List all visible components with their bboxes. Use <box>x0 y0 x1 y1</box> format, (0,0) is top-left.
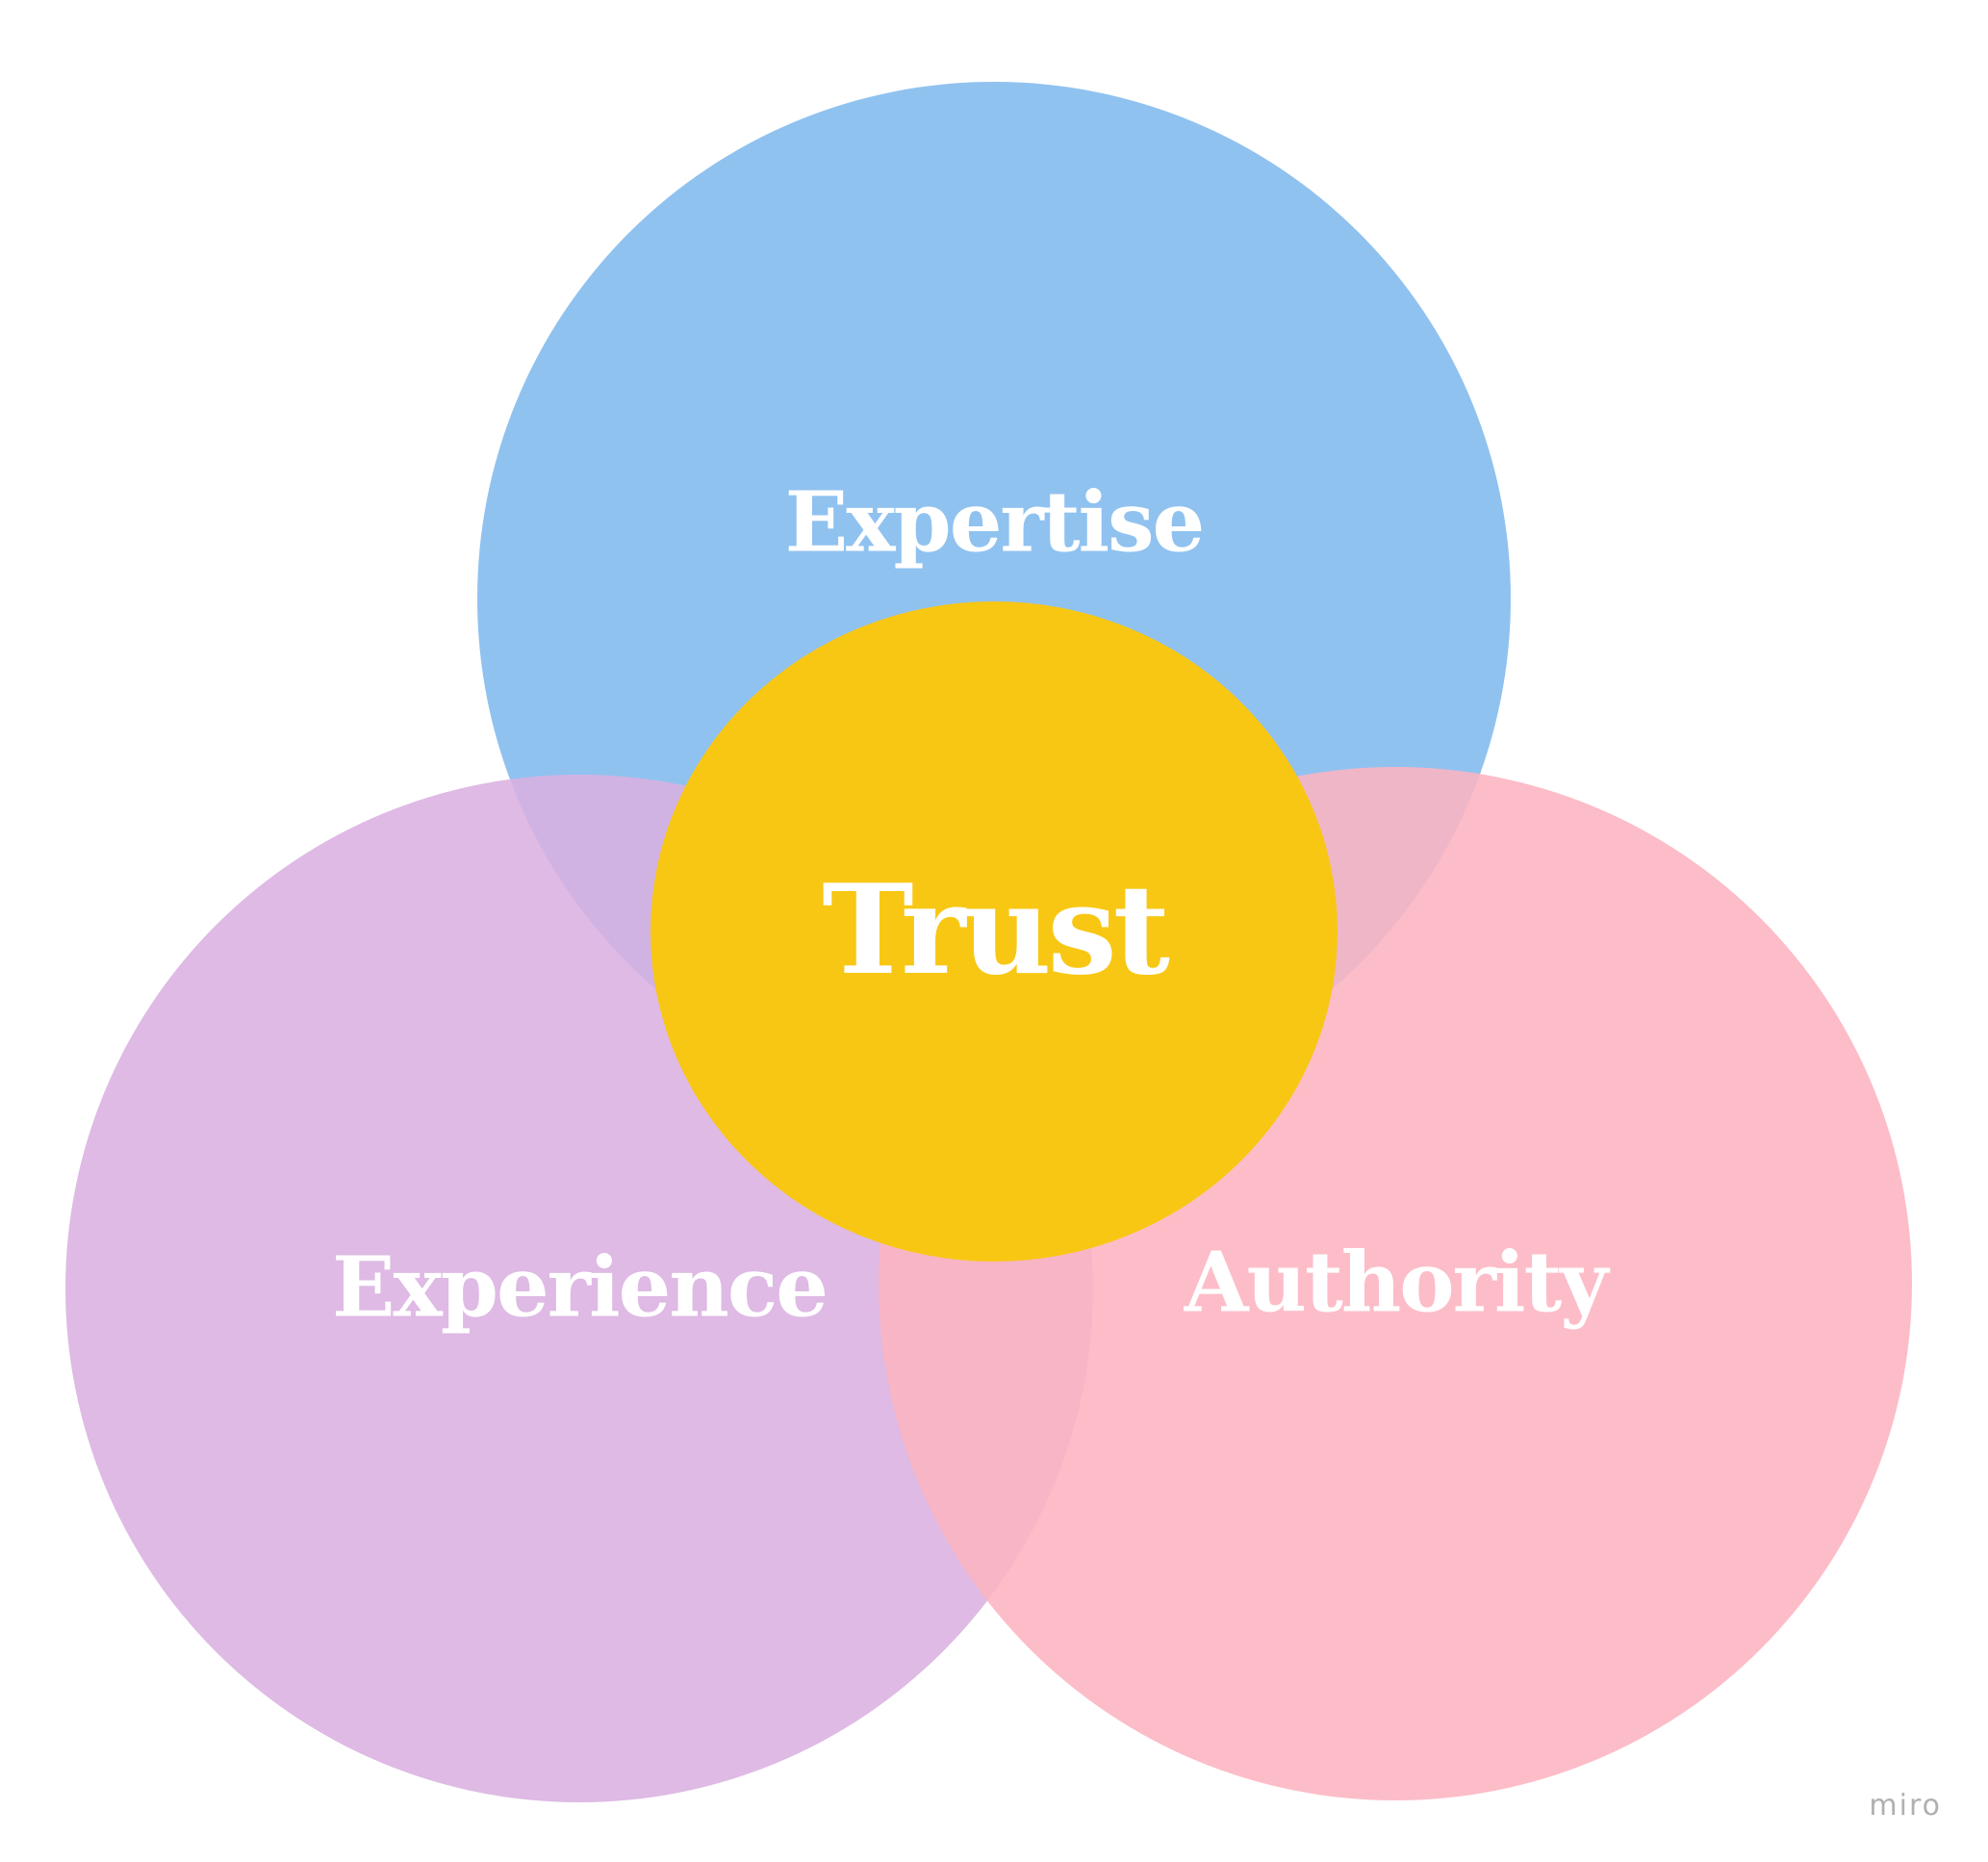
trust-label: Trust <box>822 858 1170 1003</box>
trust-circle <box>650 601 1338 1262</box>
expertise-label: Expertise <box>785 474 1204 572</box>
authority-label: Authority <box>1184 1235 1612 1332</box>
experience-label: Experience <box>332 1239 827 1337</box>
miro-watermark: miro <box>1869 1789 1942 1823</box>
